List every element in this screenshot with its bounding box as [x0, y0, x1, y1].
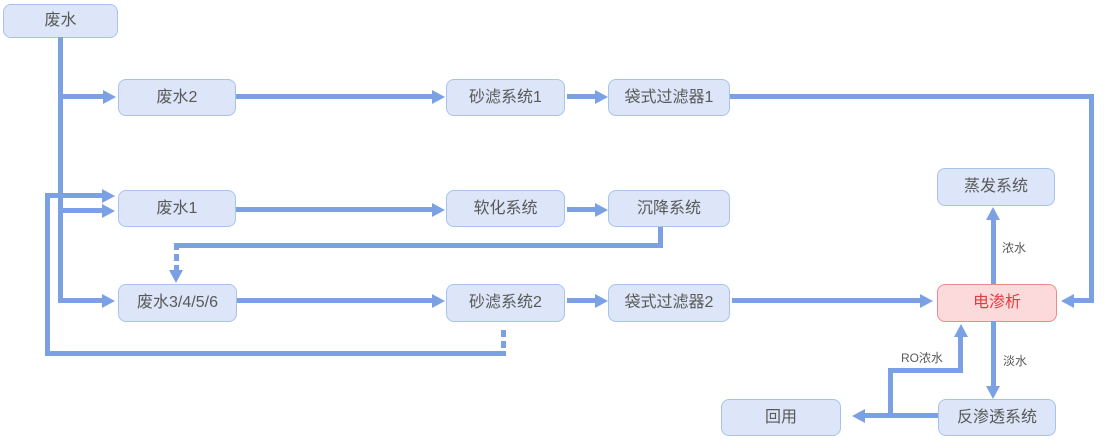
arrowhead-into-bag1 — [595, 90, 608, 104]
connector-down-to-wastewater3456 — [174, 243, 179, 272]
arrowhead-into-bag2 — [595, 294, 608, 308]
arrowhead-into-sedimentation — [595, 203, 608, 217]
node-sedimentation[interactable]: 沉降系统 — [608, 190, 730, 227]
connector-bottom-return-horizontal — [45, 351, 506, 356]
connector-wastewater2-to-sand1 — [236, 94, 432, 99]
node-reverse-osmosis[interactable]: 反渗透系统 — [938, 399, 1056, 436]
connector-sand2-to-bag2 — [567, 298, 597, 303]
arrowhead-to-wastewater3456 — [102, 294, 115, 308]
arrowhead-into-reuse — [852, 409, 865, 423]
connector-to-wastewater2 — [63, 94, 103, 99]
arrowhead-into-ed-right — [1061, 294, 1074, 308]
arrowhead-into-sand1 — [432, 90, 445, 104]
node-evaporation[interactable]: 蒸发系统 — [937, 168, 1055, 206]
arrowhead-into-reverse-osmosis — [986, 386, 1000, 399]
connector-wastewater3456-to-sand2 — [237, 298, 432, 303]
node-bag-filter-1[interactable]: 袋式过滤器1 — [608, 79, 730, 116]
connector-sand1-to-bag1 — [567, 94, 597, 99]
node-wastewater3456[interactable]: 废水3/4/5/6 — [118, 284, 237, 322]
connector-return-to-wastewater1 — [45, 193, 102, 198]
flow-label-ro-concentrated-water: RO浓水 — [901, 351, 944, 365]
flow-label-concentrated-water: 浓水 — [1002, 241, 1027, 255]
node-bag-filter-2[interactable]: 袋式过滤器2 — [608, 284, 730, 322]
arrowhead-to-wastewater1 — [102, 204, 115, 218]
connector-sedimentation-stub — [658, 227, 663, 248]
arrowhead-to-wastewater2 — [103, 90, 116, 104]
node-wastewater2[interactable]: 废水2 — [118, 79, 236, 116]
connector-left-return-vertical — [45, 193, 50, 356]
connector-bag1-top-horizontal — [730, 94, 1094, 99]
node-wastewater[interactable]: 废水 — [3, 4, 118, 38]
arrowhead-into-sand2 — [432, 294, 445, 308]
connector-bag2-to-ed — [732, 298, 922, 303]
arrowhead-into-ed-bottom — [954, 324, 968, 337]
connector-ed-to-evaporation — [991, 218, 996, 284]
arrowhead-down-into-wastewater3456 — [169, 270, 183, 283]
connector-trunk-vertical — [58, 37, 63, 303]
node-softening[interactable]: 软化系统 — [446, 190, 565, 227]
node-electrodialysis[interactable]: 电渗析 — [937, 284, 1057, 322]
connector-wastewater1-to-softening — [236, 207, 432, 212]
connector-sedimentation-horizontal — [174, 243, 663, 248]
connector-sand-filter-2-stub — [501, 330, 506, 351]
arrowhead-into-ed-left — [920, 294, 933, 308]
connector-softening-to-sedimentation — [567, 207, 597, 212]
node-wastewater1[interactable]: 废水1 — [118, 190, 236, 227]
node-sand-filter-2[interactable]: 砂滤系统2 — [446, 284, 565, 322]
connector-to-wastewater1 — [63, 208, 103, 213]
connector-ed-to-reverse-osmosis — [991, 321, 996, 388]
connector-ro-branch-vertical2 — [958, 336, 963, 370]
flow-label-fresh-water: 淡水 — [1003, 354, 1028, 368]
connector-into-ed-right — [1072, 298, 1094, 303]
arrowhead-into-softening — [432, 203, 445, 217]
arrowhead-return-to-wastewater1 — [102, 189, 115, 203]
connector-ro-branch-horizontal — [888, 368, 963, 373]
connector-right-vertical — [1089, 94, 1094, 303]
connector-to-wastewater3456 — [58, 298, 103, 303]
connector-ro-branch-vertical1 — [888, 368, 893, 418]
node-reuse[interactable]: 回用 — [721, 399, 841, 436]
node-sand-filter-1[interactable]: 砂滤系统1 — [446, 79, 565, 116]
connector-ro-to-reuse — [864, 413, 938, 418]
arrowhead-into-evaporation — [986, 207, 1000, 220]
